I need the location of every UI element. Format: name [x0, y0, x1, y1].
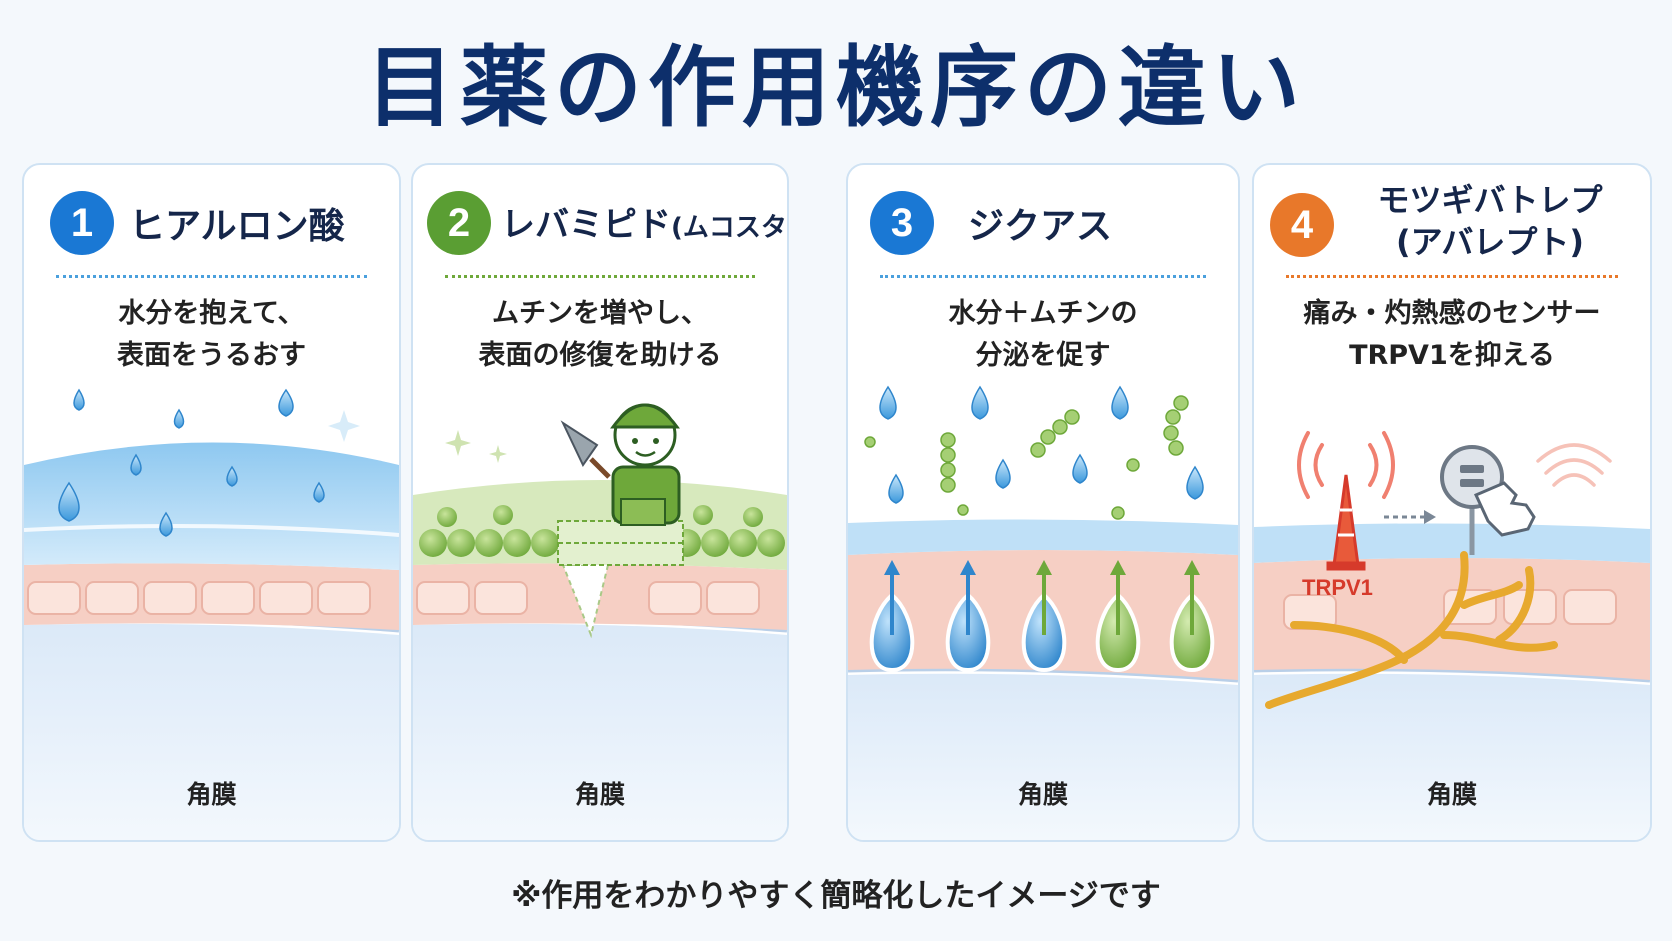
drug-brand-name: (アバレプト)	[1396, 223, 1584, 261]
card-diquas: 3 ジクアス 水分＋ムチンの 分泌を促す 角膜	[846, 163, 1240, 842]
faded-signal-icon	[1536, 443, 1612, 487]
divider	[1286, 275, 1618, 278]
cornea-label: 角膜	[1426, 780, 1477, 809]
patch-bricks	[557, 520, 684, 566]
page-title: 目薬の作用機序の違い	[365, 36, 1306, 139]
step-number-badge: 4	[1270, 193, 1334, 257]
mechanism-description: ムチンを増やし、 表面の修復を助ける	[478, 298, 722, 371]
cornea-label: 角膜	[574, 780, 625, 809]
mechanism-description: 水分＋ムチンの 分泌を促す	[948, 298, 1138, 371]
drug-name: モツギバトレプ (アバレプト)	[1350, 179, 1630, 263]
divider	[880, 275, 1206, 278]
mucin-beads	[419, 505, 785, 557]
divider	[445, 275, 755, 278]
drug-name: ヒアルロン酸	[129, 206, 345, 247]
secretion-arrows	[884, 560, 1200, 635]
step-number-badge: 1	[50, 191, 114, 255]
nerve-icon	[1265, 551, 1558, 709]
tower-icon	[1326, 474, 1366, 571]
card-rebamipide: 2 レバミピド(ムコスタ) ムチンを増やし、 表面の修復を助ける 角膜	[411, 163, 789, 842]
drug-brand-name: (ムコスタ)	[671, 213, 789, 243]
drug-name: ジクアス	[968, 206, 1113, 247]
drug-name: レバミピド(ムコスタ)	[501, 197, 789, 246]
mechanism-description: 痛み・灼熱感のセンサー TRPV1を抑える	[1303, 298, 1601, 371]
trpv1-label: TRPV1	[1302, 575, 1373, 600]
water-drops	[58, 388, 325, 537]
water-drops	[879, 385, 1204, 504]
illustration-hyaluronic-acid	[24, 388, 399, 840]
illustration-trpv1	[1254, 431, 1650, 840]
card-motsugibatrep: 4 モツギバトレプ (アバレプト) 痛み・灼熱感のセンサー TRPV1を抑える …	[1252, 163, 1652, 842]
footnote: ※作用をわかりやすく簡略化したイメージです	[511, 878, 1161, 914]
hand-icon	[1473, 481, 1536, 537]
mucin-beads	[864, 395, 1189, 520]
mechanism-description: 水分を抱えて、 表面をうるおす	[117, 298, 306, 371]
dashed-arrow	[1384, 510, 1436, 524]
signal-waves-icon	[1297, 431, 1395, 499]
step-number-badge: 3	[870, 191, 934, 255]
illustration-rebamipide	[413, 403, 787, 840]
card-hyaluronic-acid: 1 ヒアルロン酸 水分を抱えて、 表面をうるおす 角膜	[22, 163, 401, 842]
step-number-badge: 2	[427, 191, 491, 255]
cornea-label: 角膜	[186, 780, 237, 809]
cornea-label: 角膜	[1017, 780, 1068, 809]
worker-icon	[560, 403, 681, 526]
divider	[56, 275, 367, 278]
illustration-diquas	[848, 385, 1238, 840]
